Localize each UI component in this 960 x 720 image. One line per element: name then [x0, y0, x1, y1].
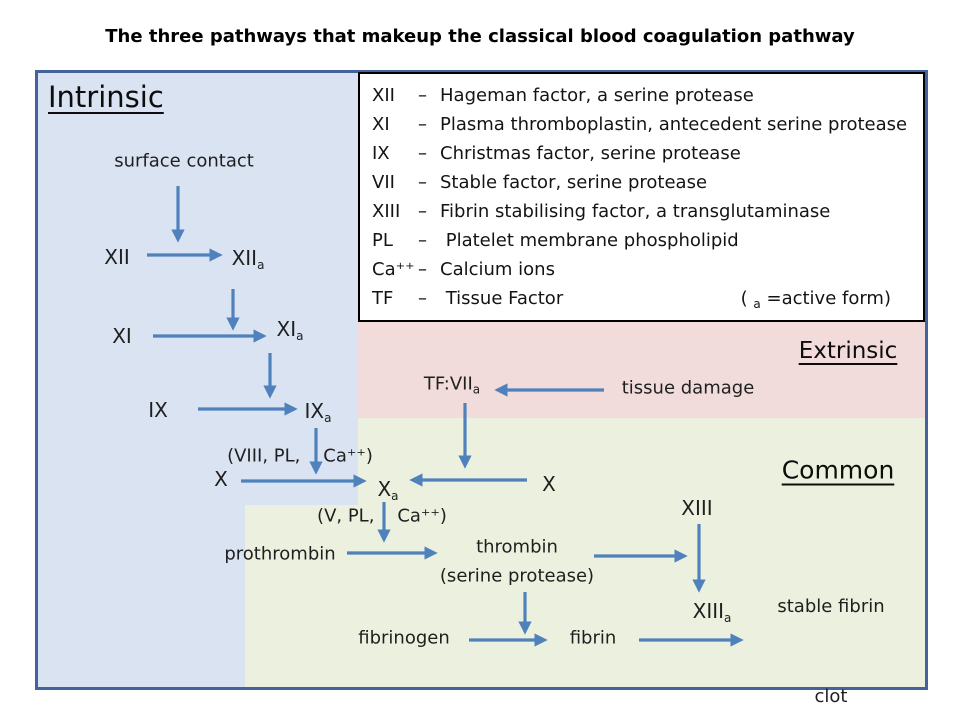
legend-desc: Tissue Factor: [440, 288, 564, 309]
legend-dash: –: [418, 230, 427, 251]
legend-desc: Calcium ions: [440, 259, 555, 280]
node-factor-xii: XII: [104, 245, 130, 269]
node-factor-xiia: XIIa: [231, 246, 265, 272]
node-prothrombin: prothrombin: [224, 543, 336, 565]
legend-entry: XI – Plasma thromboplastin, antecedent s…: [372, 110, 913, 139]
page-title: The three pathways that makeup the class…: [105, 26, 855, 47]
node-surface-contact: surface contact: [114, 150, 254, 172]
legend-entry: VII – Stable factor, serine protease: [372, 168, 913, 197]
legend-desc: Fibrin stabilising factor, a transglutam…: [440, 201, 831, 222]
legend-abbr: XI: [372, 114, 390, 135]
legend-entry: IX – Christmas factor, serine protease: [372, 139, 913, 168]
legend-dash: –: [418, 114, 427, 135]
legend-dash: –: [418, 201, 427, 222]
label-cofactors-viii-pl-ca: (VIII, PL, Ca⁺⁺): [227, 445, 373, 467]
section-heading-intrinsic: Intrinsic: [48, 80, 164, 114]
legend-desc: Plasma thromboplastin, antecedent serine…: [440, 114, 908, 135]
node-factor-xiiia: XIIIa: [692, 599, 732, 625]
node-factor-x-extrinsic: X: [542, 472, 556, 496]
intrinsic-region-lower: [38, 505, 245, 687]
node-factor-ixa: IXa: [304, 399, 332, 425]
label-serine-protease: (serine protease): [439, 565, 595, 587]
node-fibrinogen: fibrinogen: [358, 627, 450, 649]
node-factor-xi: XI: [112, 324, 132, 348]
common-region: [358, 418, 925, 687]
legend-dash: –: [418, 259, 427, 280]
legend-abbr: Ca⁺⁺: [372, 259, 415, 280]
legend-entry: XIII – Fibrin stabilising factor, a tran…: [372, 197, 913, 226]
node-factor-ix: IX: [148, 398, 168, 422]
legend-dash: –: [418, 172, 427, 193]
legend-abbr: XII: [372, 85, 395, 106]
legend-abbr: VII: [372, 172, 395, 193]
legend-dash: –: [418, 143, 427, 164]
legend-abbr: PL: [372, 230, 393, 251]
legend-desc: Christmas factor, serine protease: [440, 143, 741, 164]
node-tissue-damage: tissue damage: [621, 377, 755, 399]
legend-abbr: TF: [372, 288, 394, 309]
legend-abbr: XIII: [372, 201, 401, 222]
node-stable-fibrin-clot: stable fibrin clot: [777, 596, 885, 707]
legend-entry: TF – Tissue Factor ( a =active form): [372, 284, 913, 313]
legend-abbr: IX: [372, 143, 390, 164]
section-heading-common: Common: [781, 455, 895, 485]
legend-entry: Ca⁺⁺ – Calcium ions: [372, 255, 913, 284]
legend-desc: Hageman factor, a serine protease: [440, 85, 754, 106]
legend-entry: XII – Hageman factor, a serine protease: [372, 81, 913, 110]
node-factor-xia: XIa: [276, 317, 304, 343]
node-thrombin: thrombin: [476, 536, 558, 558]
intrinsic-region: [38, 73, 358, 505]
legend-entry: PL – Platelet membrane phospholipid: [372, 226, 913, 255]
node-fibrin: fibrin: [569, 627, 617, 649]
legend-desc: Platelet membrane phospholipid: [440, 230, 739, 251]
legend-dash: –: [418, 288, 427, 309]
legend-dash: –: [418, 85, 427, 106]
common-region-left: [245, 505, 358, 687]
legend: XII – Hageman factor, a serine protease …: [358, 72, 925, 322]
node-tf-viia-complex: TF:VIIa: [423, 373, 481, 397]
legend-active-form-note: ( a =active form): [740, 288, 891, 311]
node-factor-xa: Xa: [377, 477, 399, 503]
legend-desc: Stable factor, serine protease: [440, 172, 708, 193]
node-factor-x-intrinsic: X: [214, 467, 228, 491]
label-cofactors-v-pl-ca: (V, PL, Ca⁺⁺): [317, 505, 447, 527]
node-factor-xiii: XIII: [681, 496, 713, 520]
extrinsic-region: [358, 322, 925, 418]
section-heading-extrinsic: Extrinsic: [798, 338, 898, 364]
